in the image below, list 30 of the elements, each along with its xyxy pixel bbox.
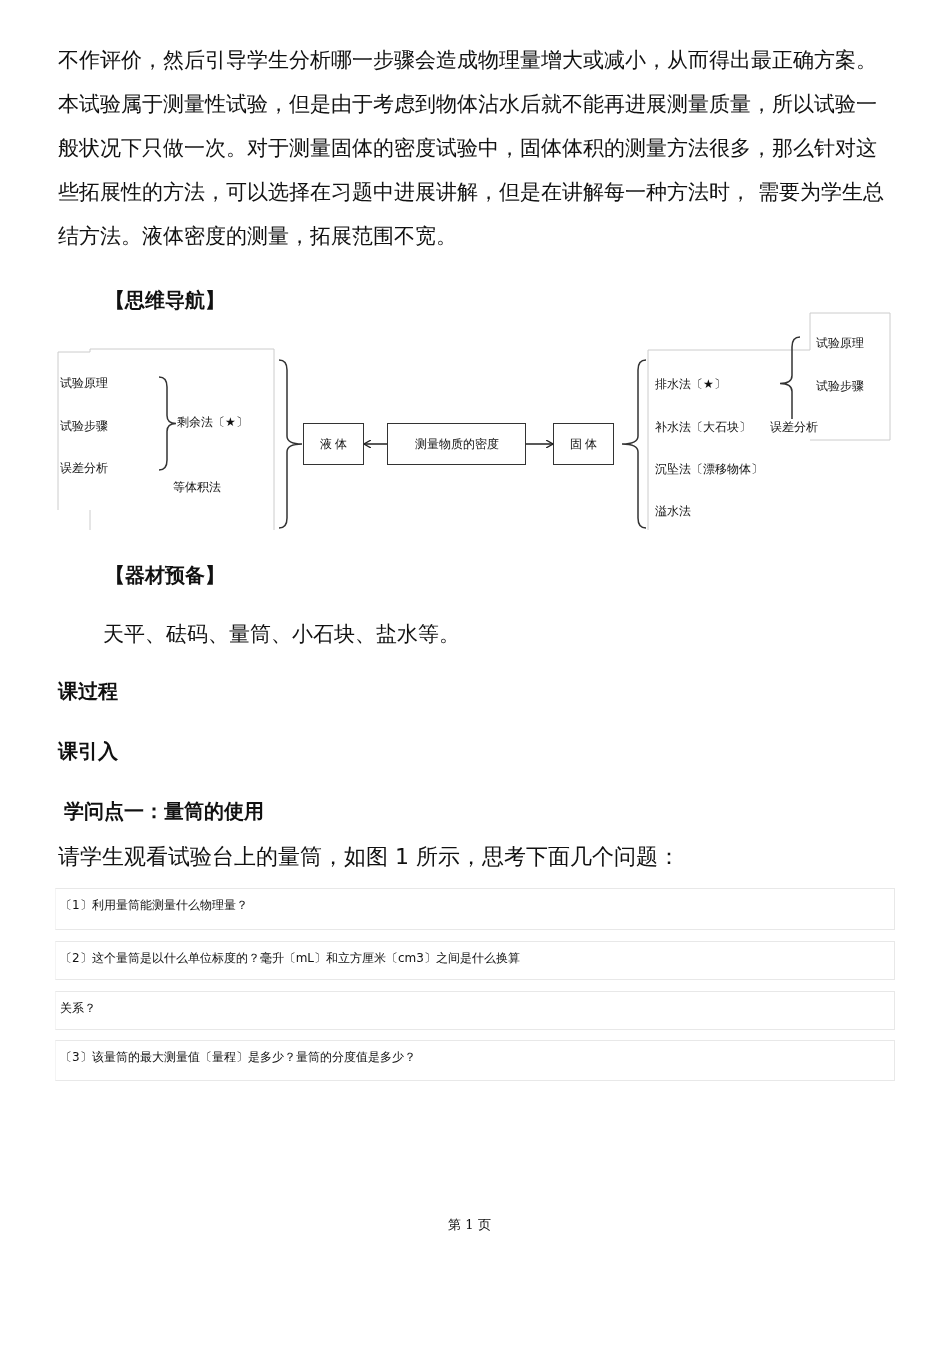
text: 试验步骤	[60, 418, 108, 435]
text: 试验步骤	[816, 378, 864, 395]
section-heading: 课引入	[58, 738, 118, 765]
text: 排水法〔★〕	[655, 376, 726, 393]
page-number: 第 1 页	[448, 1216, 491, 1234]
arrow	[525, 439, 554, 449]
question-text: 关系？	[55, 991, 895, 1030]
text: 天平、砝码、量筒、小石块、盐水等。	[103, 621, 460, 648]
question-text: 〔3〕该量筒的最大测量值〔量程〕是多少？量筒的分度值是多少？	[55, 1040, 895, 1081]
question-text: 〔2〕这个量筒是以什么单位标度的？毫升〔mL〕和立方厘米〔cm3〕之间是什么换算	[55, 941, 895, 980]
section-heading: 学问点一：量筒的使用	[64, 798, 264, 825]
text: 试验原理	[816, 335, 864, 352]
text: 补水法〔大石块〕	[655, 419, 751, 436]
text: 沉坠法〔漂移物体〕	[655, 461, 763, 478]
text: 误差分析	[60, 460, 108, 477]
concept-box: 固 体	[553, 423, 614, 465]
concept-box: 液 体	[303, 423, 364, 465]
text: 试验原理	[60, 375, 108, 392]
text: 等体积法	[173, 479, 221, 496]
concept-box: 测量物质的密度	[387, 423, 526, 465]
text: 溢水法	[655, 503, 691, 520]
paragraph: 不作评价，然后引导学生分析哪一步骤会造成物理量增大或减小，从而得出最正确方案。本试验属于测量性试验，但是由于考虑到物体沾水后就不能再进展测量质量，所以试验一般状况下只做一次。对于测量固体的密度试验中，固体体积的测量方法很多，那么针对这些拓展性的方法，可以选择在习题中进展讲解，但是在讲解每一种方法时， 需要为学生总结方法。液体密度的测量，拓展范围不宽。	[58, 47, 885, 250]
text: 请学生观看试验台上的量筒，如图 1 所示，思考下面几个问题：	[58, 843, 680, 871]
section-heading: 课过程	[58, 678, 118, 705]
text: 误差分析	[770, 419, 818, 436]
arrow	[363, 439, 388, 449]
text: 剩余法〔★〕	[177, 414, 248, 431]
section-heading: 【思维导航】	[105, 287, 225, 314]
section-heading: 【器材预备】	[105, 562, 225, 589]
question-text: 〔1〕利用量筒能测量什么物理量？	[55, 888, 895, 930]
